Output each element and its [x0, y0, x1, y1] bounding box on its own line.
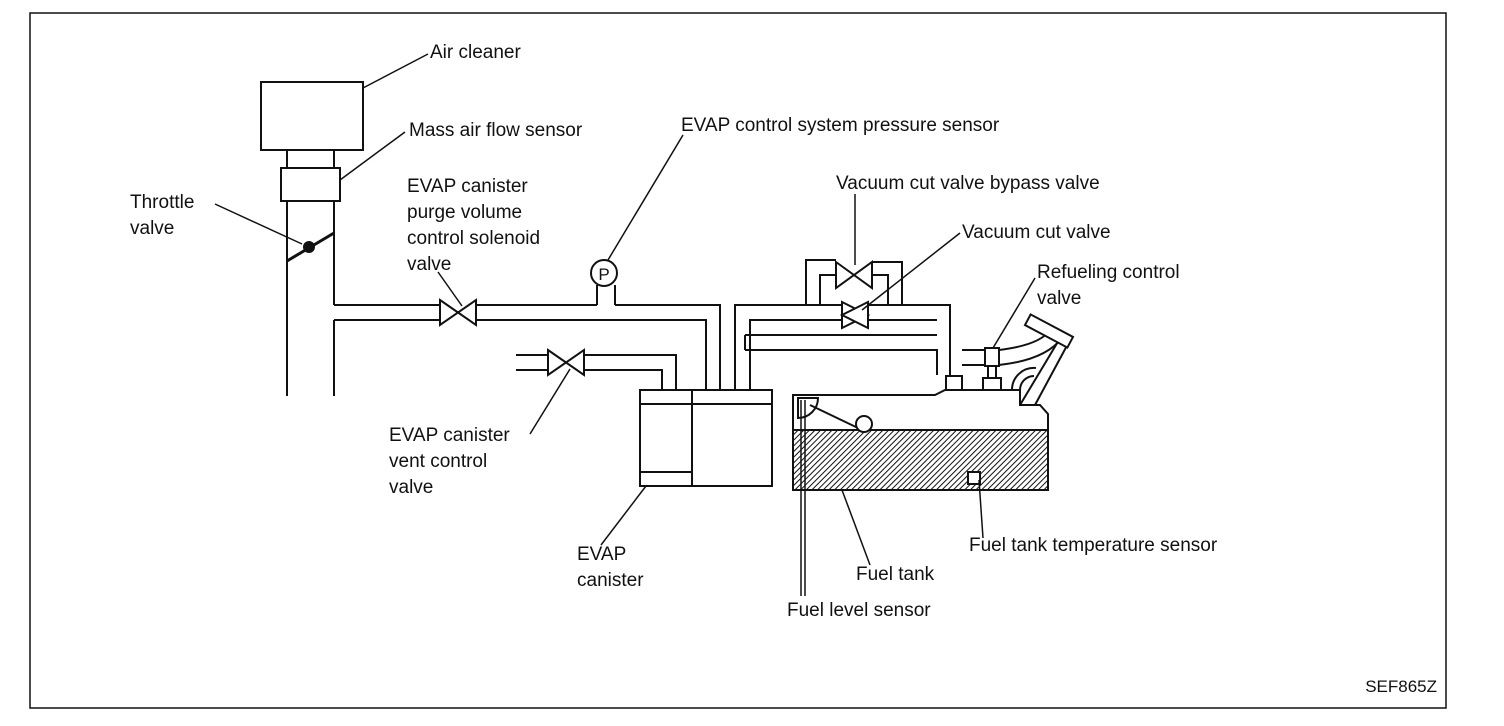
label-air-cleaner: Air cleaner	[430, 42, 521, 63]
label-purge-valve-line1: EVAP canister	[407, 176, 528, 197]
pressure-sensor-symbol-circle	[590, 259, 618, 287]
label-purge-valve-line4: valve	[407, 254, 451, 275]
label-purge-valve-line3: control solenoid	[407, 228, 540, 249]
label-vent-valve-line1: EVAP canister	[389, 425, 510, 446]
label-fuel-level-sensor: Fuel level sensor	[787, 600, 931, 621]
evap-canister	[639, 389, 773, 487]
label-fuel-tank: Fuel tank	[856, 564, 935, 585]
vent-control-valve	[547, 348, 585, 377]
fuel-level	[794, 430, 1047, 489]
label-vent-valve-line3: valve	[389, 477, 433, 498]
filler-cap	[1023, 313, 1075, 349]
air-cleaner-box	[260, 81, 364, 151]
label-refueling-valve-line1: Refueling control	[1037, 262, 1180, 283]
label-pressure-sensor: EVAP control system pressure sensor	[681, 115, 1000, 136]
mass-air-flow-sensor	[280, 167, 341, 202]
label-refueling-valve-line2: valve	[1037, 288, 1081, 309]
purge-volume-control-solenoid-valve	[439, 298, 477, 327]
label-throttle-valve-line1: Throttle	[130, 192, 194, 213]
fuel-level-sensor-unit	[797, 397, 820, 420]
label-mass-air-flow-sensor: Mass air flow sensor	[409, 120, 583, 141]
figure-frame	[29, 12, 1447, 709]
throttle-pivot	[303, 241, 315, 253]
label-canister-line1: EVAP	[577, 544, 626, 565]
label-throttle-valve-line2: valve	[130, 218, 174, 239]
label-bypass-valve: Vacuum cut valve bypass valve	[836, 173, 1100, 194]
label-purge-valve-line2: purge volume	[407, 202, 522, 223]
vacuum-cut-valve	[839, 300, 871, 330]
fuel-tank-temperature-sensor-unit	[967, 471, 981, 485]
label-canister-line2: canister	[577, 570, 644, 591]
vacuum-cut-valve-bypass-valve	[835, 260, 873, 290]
refueling-control-valve	[984, 347, 1000, 367]
fuel-tank-outline	[792, 389, 1049, 491]
label-fuel-tank-temperature-sensor: Fuel tank temperature sensor	[969, 535, 1218, 556]
label-vacuum-cut-valve: Vacuum cut valve	[962, 222, 1111, 243]
fuel-level-float	[855, 415, 873, 433]
label-vent-valve-line2: vent control	[389, 451, 487, 472]
pressure-sensor-symbol: P	[598, 265, 609, 284]
figure-code: SEF865Z	[1365, 677, 1437, 696]
